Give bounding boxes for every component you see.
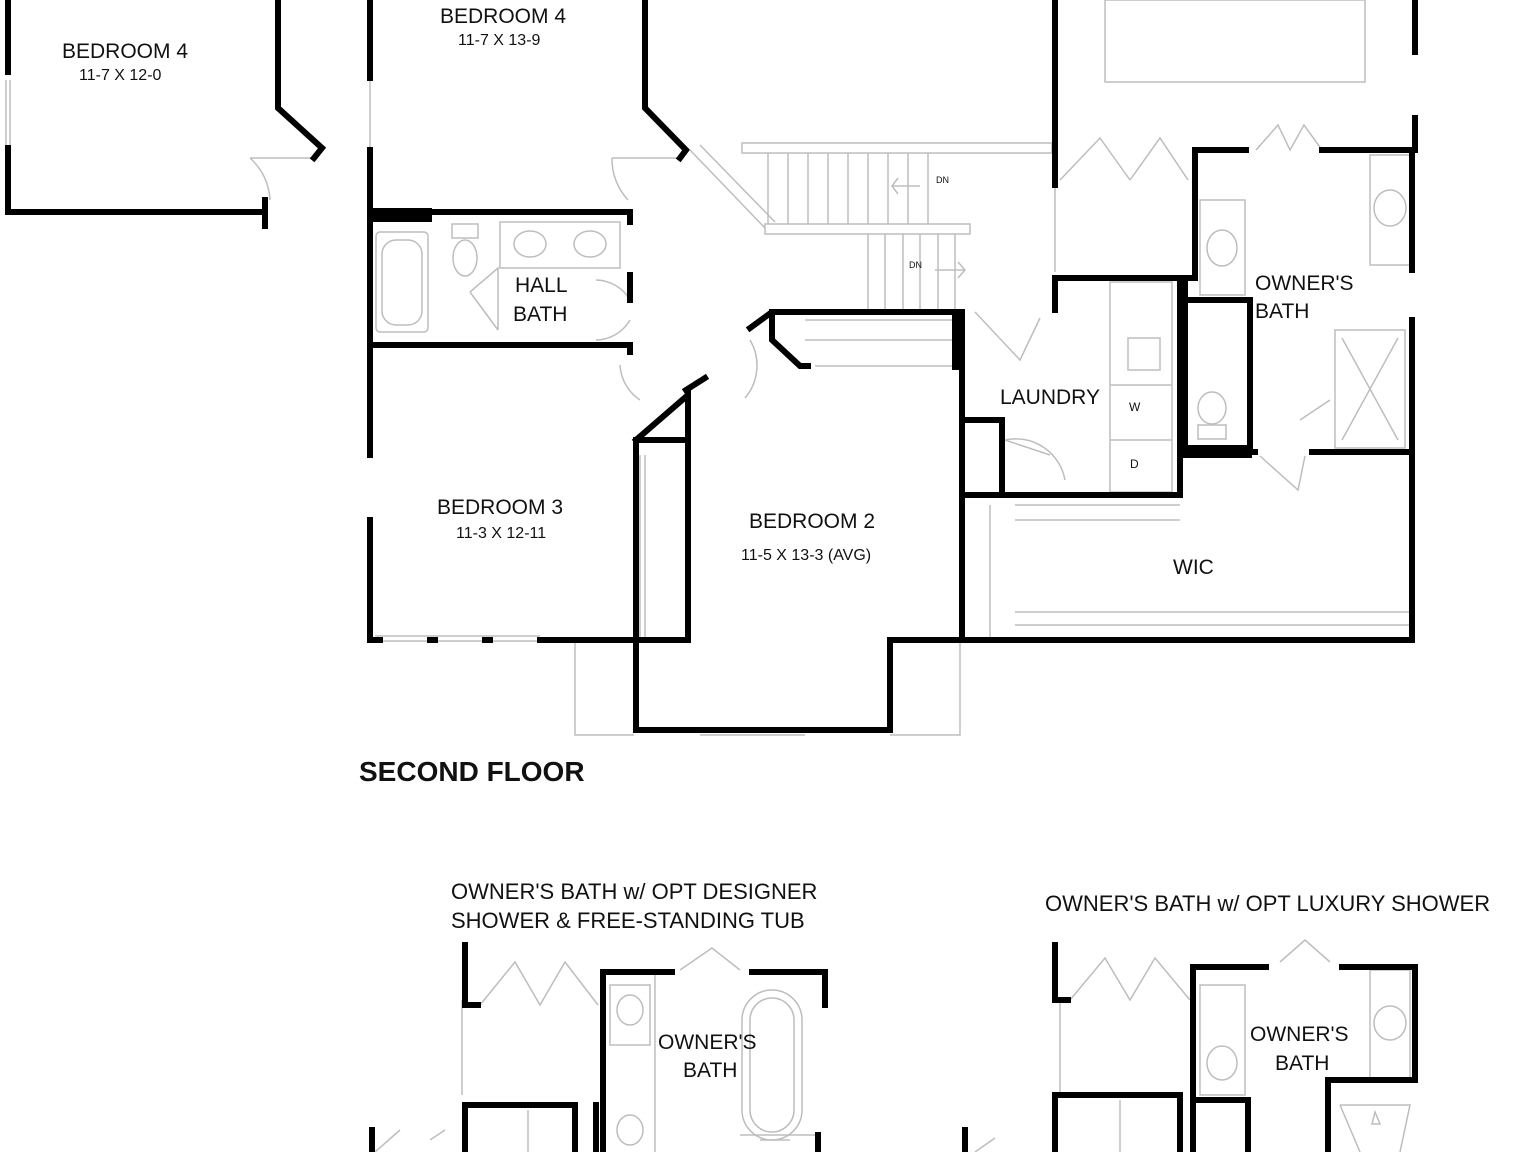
- option-designer-caption-line1: OWNER'S BATH w/ OPT DESIGNER: [451, 879, 818, 904]
- wall-fills: [370, 208, 1252, 458]
- floor-title: SECOND FLOOR: [359, 756, 585, 787]
- bedroom3-dims: 11-3 X 12-11: [456, 525, 547, 542]
- bedroom4-center-name: BEDROOM 4: [440, 5, 567, 28]
- bedroom4-left-dims: 11-7 X 12-0: [79, 67, 162, 84]
- option-luxury-caption: OWNER'S BATH w/ OPT LUXURY SHOWER: [1045, 891, 1491, 916]
- bedroom2-name: BEDROOM 2: [749, 510, 876, 533]
- owners-bath-label-line2: BATH: [1255, 300, 1310, 323]
- stairs-dn-upper: DN: [936, 175, 949, 185]
- owners-bath-label-line1: OWNER'S: [1255, 272, 1354, 295]
- bedroom3-name: BEDROOM 3: [437, 496, 564, 519]
- option-designer-caption-line2: SHOWER & FREE-STANDING TUB: [451, 908, 805, 933]
- bedroom4-center-dims: 11-7 X 13-9: [458, 32, 541, 49]
- fixture-lines: [5, 0, 1411, 1152]
- hall-bath-label-line1: HALL: [515, 274, 568, 297]
- bedroom2-dims: 11-5 X 13-3 (AVG): [741, 547, 872, 564]
- stairs-dn-lower: DN: [909, 260, 922, 270]
- option-designer-bath-line2: BATH: [683, 1059, 738, 1082]
- option-luxury-bath-line1: OWNER'S: [1250, 1023, 1349, 1046]
- laundry-name: LAUNDRY: [1000, 386, 1100, 409]
- option-luxury-bath-line2: BATH: [1275, 1052, 1330, 1075]
- laundry-dryer-label: D: [1130, 457, 1139, 471]
- wic-label: WIC: [1173, 556, 1214, 579]
- laundry-washer-label: W: [1129, 400, 1141, 414]
- option-designer-bath-line1: OWNER'S: [658, 1031, 757, 1054]
- hall-bath-label-line2: BATH: [513, 303, 568, 326]
- bedroom4-left-name: BEDROOM 4: [62, 40, 189, 63]
- walls: [5, 0, 1418, 1152]
